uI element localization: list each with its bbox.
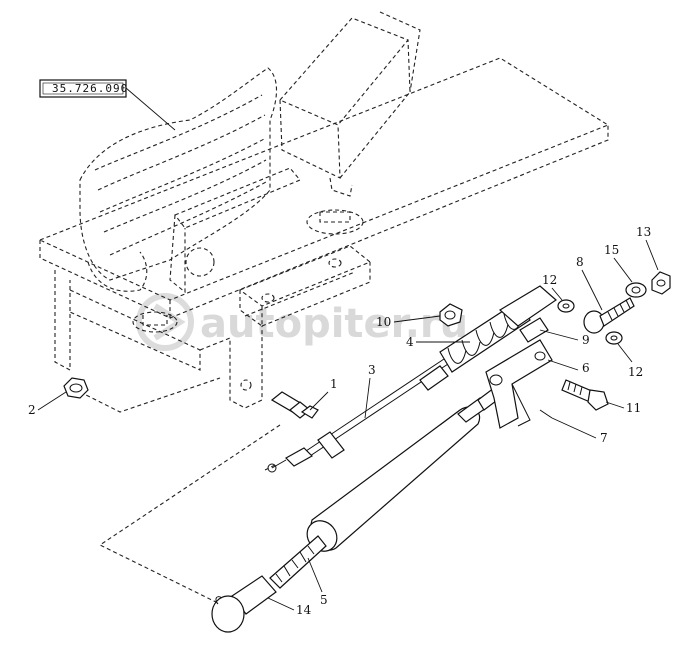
callout-8: 8 bbox=[576, 255, 584, 269]
callout-4: 4 bbox=[406, 335, 414, 349]
callout-11: 11 bbox=[626, 401, 641, 415]
callout-14: 14 bbox=[296, 603, 312, 617]
part-14-end-cap bbox=[211, 575, 277, 633]
callout-12-lower: 12 bbox=[628, 365, 643, 379]
part-4-spring-assembly bbox=[439, 285, 557, 373]
callout-15: 15 bbox=[604, 243, 619, 257]
watermark-text: autopiter.ru bbox=[200, 301, 468, 347]
part-10-nut bbox=[439, 303, 463, 327]
callout-labels: 1 2 3 4 5 6 7 8 9 10 11 12 12 13 14 15 bbox=[28, 225, 659, 617]
part-3-control-cable bbox=[267, 354, 455, 473]
watermark: autopiter.ru bbox=[136, 293, 468, 351]
part-11-bolt bbox=[561, 379, 609, 411]
callout-1: 1 bbox=[330, 377, 338, 391]
part-12-washer-upper bbox=[557, 299, 575, 313]
part-15-washer bbox=[625, 282, 647, 298]
reference-box: 35.726.090 bbox=[39, 79, 176, 131]
part-8-bolt bbox=[583, 297, 635, 334]
part-5-gas-spring bbox=[269, 387, 501, 589]
part-13-nut bbox=[651, 271, 671, 295]
callout-10: 10 bbox=[376, 315, 391, 329]
reference-box-label: 35.726.090 bbox=[52, 82, 128, 95]
callout-9: 9 bbox=[582, 333, 590, 347]
callout-5: 5 bbox=[320, 593, 328, 607]
seat-context-dashed bbox=[38, 11, 610, 606]
callout-7: 7 bbox=[600, 431, 608, 445]
callout-2: 2 bbox=[28, 403, 36, 417]
callout-13: 13 bbox=[636, 225, 651, 239]
callout-3: 3 bbox=[368, 363, 376, 377]
callout-6: 6 bbox=[582, 361, 590, 375]
part-1-cable-fitting bbox=[270, 391, 319, 419]
part-2-nut bbox=[63, 377, 89, 399]
part-12-washer-lower bbox=[605, 331, 623, 345]
part-7-bracket bbox=[485, 339, 553, 429]
callout-12-upper: 12 bbox=[542, 273, 557, 287]
